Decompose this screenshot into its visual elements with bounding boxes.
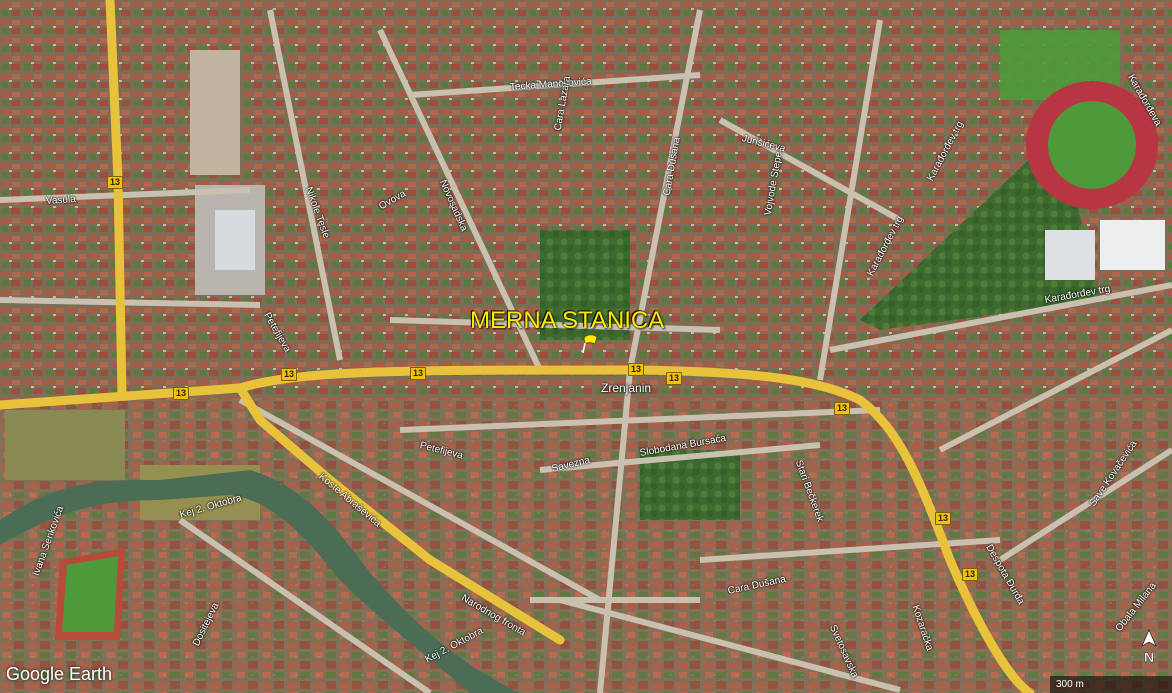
route-shield: 13 (281, 368, 298, 381)
google-earth-logo: Google Earth (6, 664, 113, 684)
route-shield: 13 (962, 568, 979, 581)
route-shield: 13 (107, 176, 124, 189)
placemark-pin-icon[interactable] (582, 332, 600, 359)
route-shield: 13 (173, 387, 190, 400)
route-shield: 13 (410, 367, 427, 380)
street-label: Vasula (45, 193, 77, 207)
north-arrow-icon[interactable]: N (1134, 628, 1164, 668)
compass-letter: N (1144, 649, 1154, 665)
route-shield: 13 (935, 512, 952, 525)
route-shield: 13 (628, 363, 645, 376)
place-title: MERNA STANICA (470, 307, 665, 334)
scale-bar: 300 m (1050, 676, 1172, 693)
route-shield: 13 (834, 402, 851, 415)
route-shield: 13 (666, 372, 683, 385)
city-label: Zrenjanin (601, 381, 652, 395)
scale-text: 300 m (1056, 679, 1084, 690)
